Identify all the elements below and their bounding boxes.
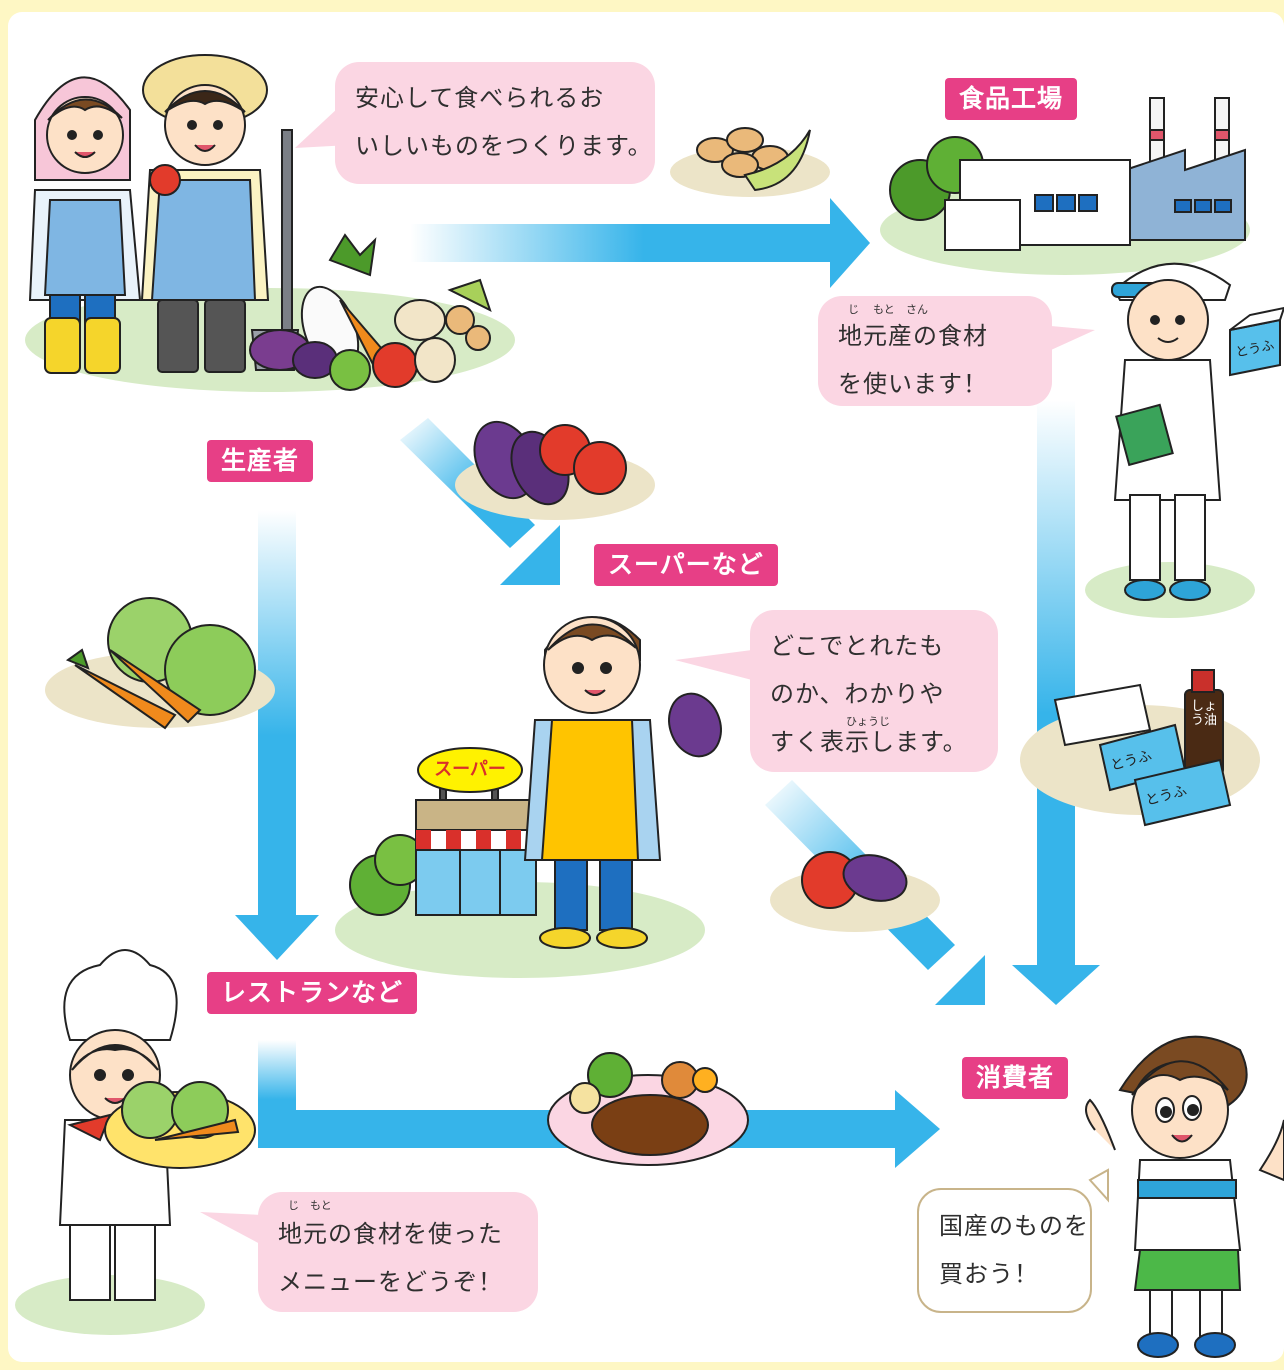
producer-speech-bubble: 安心して食べられるお いしいものをつくります。	[335, 62, 655, 184]
restaurant-bubble-line-1: 地元の食材を使った	[278, 1220, 503, 1248]
restaurant-chef	[58, 949, 256, 1301]
factory-worker	[1111, 262, 1284, 601]
supermarket-bubble-tail	[675, 650, 752, 680]
restaurant-speech-bubble: じ もと 地元の食材を使った メニューをどうぞ！	[258, 1192, 538, 1312]
arrow-producer-to-factory	[410, 198, 870, 288]
factory-ruby-ji: じ	[848, 303, 859, 316]
arrow-factory-to-consumer	[1012, 400, 1100, 1005]
supermarket-clerk	[523, 616, 722, 949]
consumer-boy	[1085, 1035, 1284, 1358]
factory-bubble-line-2: を使います！	[838, 370, 988, 398]
consumer-speech-bubble: 国産のものを 買おう！	[917, 1188, 1092, 1313]
producer-bubble-line-1: 安心して食べられるお	[355, 84, 605, 112]
label-consumer: 消費者	[962, 1057, 1069, 1099]
supermarket-sign-text: スーパー	[434, 759, 506, 780]
restaurant-bubble-tail	[200, 1212, 262, 1245]
arrow-producer-to-restaurant	[235, 510, 319, 960]
restaurant-ruby-moto: もと	[310, 1199, 332, 1212]
supermarket-bubble-line-3: すく表示します。	[770, 728, 968, 756]
soy-sauce-label: しょう油	[1190, 699, 1217, 728]
factory-bubble-tail	[1040, 325, 1095, 355]
tofu-soy-sauce-icon	[1053, 669, 1232, 827]
cabbage-carrot-icon	[65, 597, 256, 730]
supermarket-bubble-line-1: どこでとれたも	[770, 632, 945, 660]
producer-bubble-line-2: いしいものをつくります。	[355, 132, 653, 160]
label-factory: 食品工場	[945, 78, 1078, 120]
restaurant-bubble-line-2: メニューをどうぞ！	[278, 1268, 503, 1296]
vegetable-pile	[249, 233, 492, 391]
factory-building	[889, 97, 1246, 251]
supermarket-bubble-line-2: のか、わかりや	[770, 680, 945, 708]
eggplant-tomato-icon	[473, 420, 627, 506]
consumer-bubble-line-1: 国産のものを	[939, 1212, 1089, 1240]
label-producer: 生産者	[207, 440, 314, 482]
factory-ruby-moto: もと	[873, 303, 895, 316]
consumer-bubble-line-2: 買おう！	[939, 1260, 1039, 1288]
supermarket-store	[349, 747, 537, 916]
producer-farmers	[28, 54, 300, 374]
hamburg-steak-plate	[547, 1052, 749, 1166]
supermarket-ruby-hyouji: ひょうじ	[846, 715, 890, 728]
label-supermarket: スーパーなど	[594, 544, 778, 586]
factory-ruby-san: さん	[906, 303, 928, 316]
tomato-eggplant-icon	[801, 851, 908, 909]
beans-icon	[696, 127, 811, 192]
supermarket-speech-bubble: ひょうじ どこでとれたも のか、わかりや すく表示します。	[750, 610, 998, 772]
consumer-bubble-tail	[1088, 1168, 1109, 1203]
factory-bubble-line-1: 地元産の食材	[838, 322, 988, 350]
factory-speech-bubble: じ もと さん 地元産の食材 を使います！	[818, 296, 1052, 406]
label-restaurant: レストランなど	[207, 972, 418, 1014]
restaurant-ruby-ji: じ	[288, 1199, 299, 1212]
